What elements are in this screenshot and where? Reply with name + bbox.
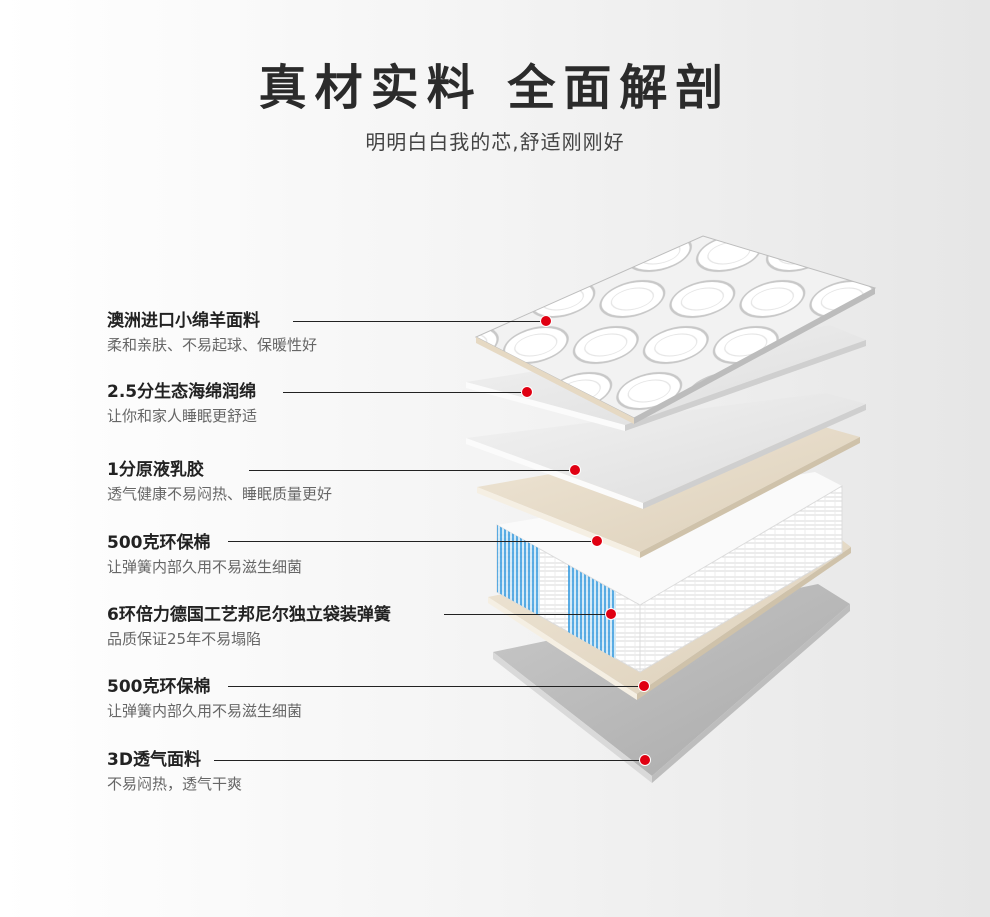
layer-name: 6环倍力德国工艺邦尼尔独立袋装弹簧 <box>107 605 391 625</box>
label-latex: 1分原液乳胶 透气健康不易闷热、睡眠质量更好 <box>107 459 332 504</box>
layer-desc: 不易闷热，透气干爽 <box>107 775 243 793</box>
layer-3d-mesh <box>493 584 850 783</box>
leader-line <box>228 686 644 687</box>
leader-line <box>293 321 546 322</box>
label-wool-fabric: 澳洲进口小绵羊面料 柔和亲肤、不易起球、保暖性好 <box>107 310 317 355</box>
page-header: 真材实料 全面解剖 明明白白我的芯,舒适刚刚好 <box>0 58 990 155</box>
leader-line <box>444 614 611 615</box>
marker-dot <box>638 680 650 692</box>
layer-desc: 让你和家人睡眠更舒适 <box>107 407 258 425</box>
label-cotton-upper: 500克环保棉 让弹簧内部久用不易滋生细菌 <box>107 532 302 577</box>
layer-quilted-top <box>474 235 877 424</box>
page-subtitle: 明明白白我的芯,舒适刚刚好 <box>365 130 625 154</box>
layer-desc: 让弹簧内部久用不易滋生细菌 <box>107 558 303 576</box>
layer-desc: 柔和亲肤、不易起球、保暖性好 <box>107 336 318 354</box>
marker-dot <box>569 464 581 476</box>
page-title: 真材实料 全面解剖 <box>258 60 732 116</box>
label-3d-mesh: 3D透气面料 不易闷热，透气干爽 <box>107 749 242 794</box>
label-pocket-springs: 6环倍力德国工艺邦尼尔独立袋装弹簧 品质保证25年不易塌陷 <box>107 604 391 649</box>
marker-dot <box>605 608 617 620</box>
marker-dot <box>639 754 651 766</box>
leader-line <box>283 392 527 393</box>
marker-dot <box>540 315 552 327</box>
layer-name: 澳洲进口小绵羊面料 <box>107 311 260 331</box>
leader-line <box>228 541 597 542</box>
label-eco-sponge: 2.5分生态海绵润绵 让你和家人睡眠更舒适 <box>107 381 257 426</box>
layer-name: 1分原液乳胶 <box>107 460 204 480</box>
label-cotton-lower: 500克环保棉 让弹簧内部久用不易滋生细菌 <box>107 676 302 721</box>
leader-line <box>214 760 645 761</box>
marker-dot <box>521 386 533 398</box>
layer-name: 2.5分生态海绵润绵 <box>107 382 257 402</box>
layer-name: 500克环保棉 <box>107 533 211 553</box>
layer-latex <box>466 393 866 509</box>
layer-name: 500克环保棉 <box>107 677 211 697</box>
layer-desc: 品质保证25年不易塌陷 <box>107 630 262 648</box>
layer-name: 3D透气面料 <box>107 750 201 770</box>
marker-dot <box>591 535 603 547</box>
leader-line <box>249 470 575 471</box>
layer-desc: 让弹簧内部久用不易滋生细菌 <box>107 702 303 720</box>
layer-desc: 透气健康不易闷热、睡眠质量更好 <box>107 485 333 503</box>
